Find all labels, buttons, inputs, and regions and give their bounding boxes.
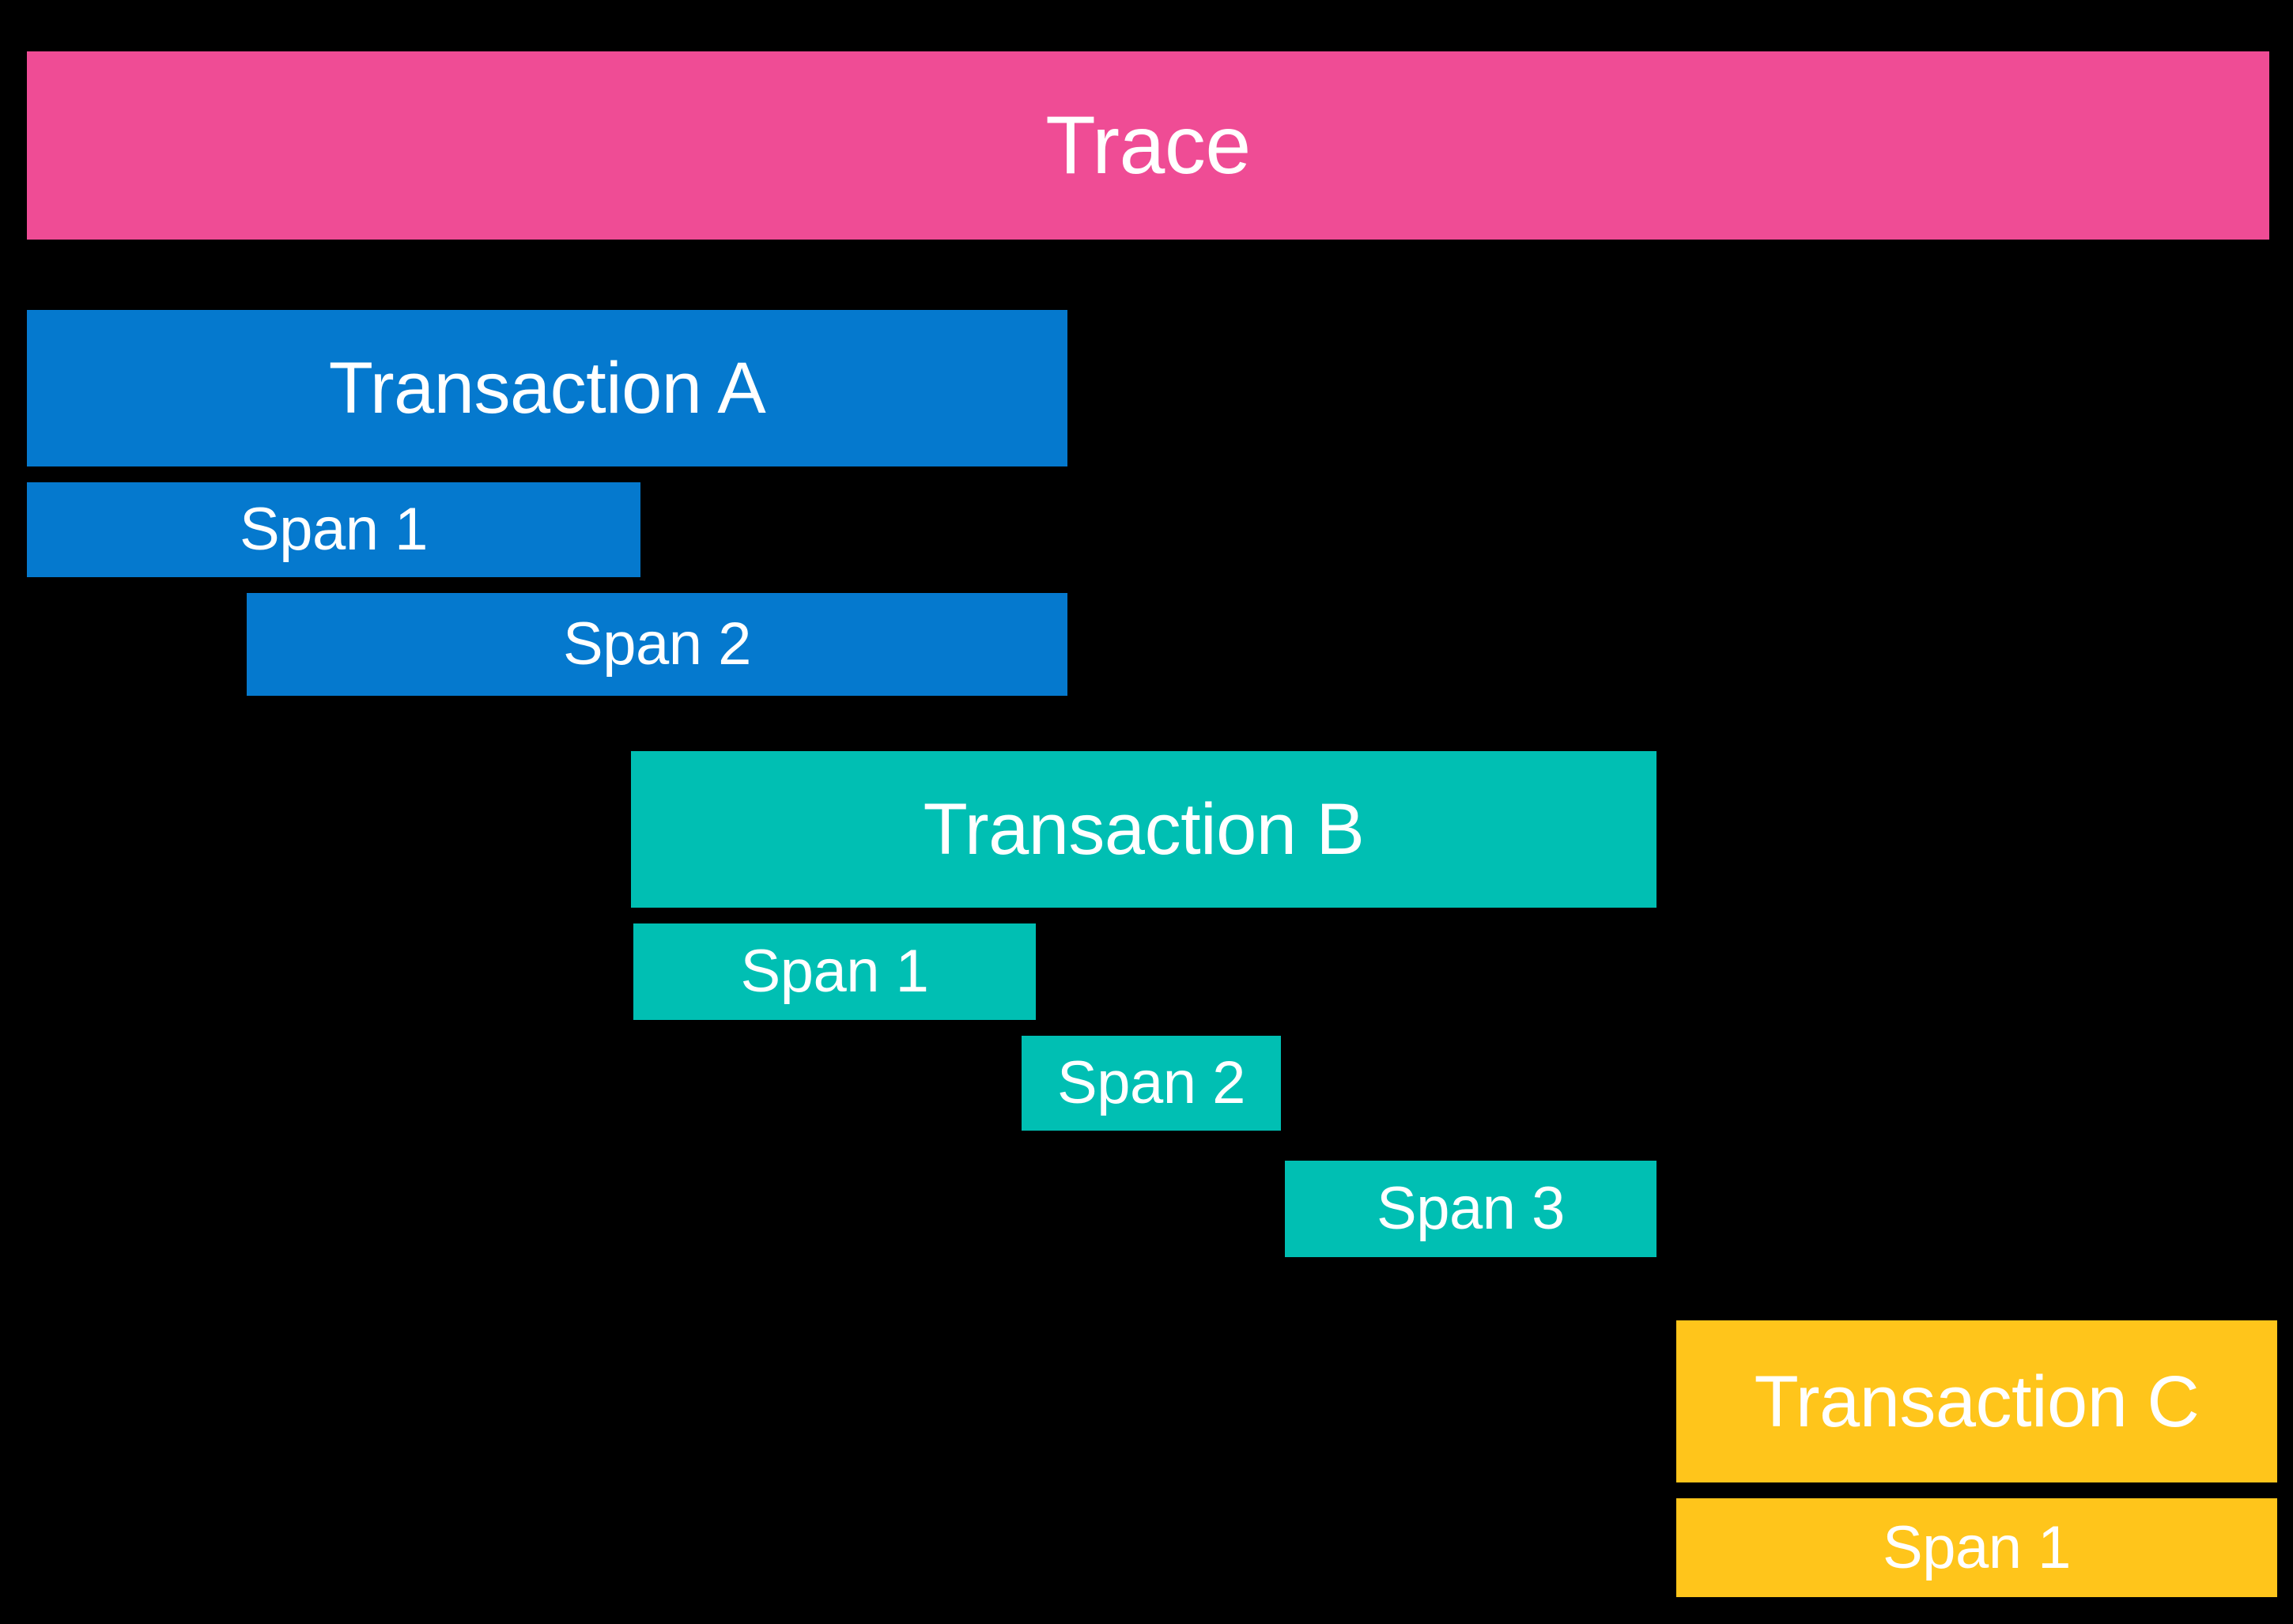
- bar-label-transaction-a-span-1: Span 1: [240, 496, 428, 563]
- bar-label-transaction-b: Transaction B: [923, 789, 1365, 870]
- bar-trace[interactable]: Trace: [27, 51, 2269, 240]
- bar-transaction-c-span-1[interactable]: Span 1: [1676, 1498, 2277, 1597]
- bar-label-transaction-b-span-3: Span 3: [1377, 1175, 1565, 1242]
- bar-label-transaction-c-span-1: Span 1: [1883, 1513, 2071, 1581]
- bar-label-transaction-b-span-1: Span 1: [740, 938, 929, 1005]
- bar-transaction-c[interactable]: Transaction C: [1676, 1320, 2277, 1482]
- bar-label-transaction-b-span-2: Span 2: [1057, 1049, 1245, 1116]
- bar-transaction-b[interactable]: Transaction B: [631, 751, 1656, 908]
- bar-transaction-a-span-2[interactable]: Span 2: [247, 593, 1067, 696]
- bar-transaction-b-span-3[interactable]: Span 3: [1285, 1161, 1656, 1257]
- bar-transaction-b-span-2[interactable]: Span 2: [1022, 1036, 1281, 1131]
- bar-label-transaction-c: Transaction C: [1754, 1361, 2200, 1442]
- bar-transaction-a[interactable]: Transaction A: [27, 310, 1067, 466]
- bar-label-trace: Trace: [1045, 100, 1251, 191]
- bar-label-transaction-a-span-2: Span 2: [563, 610, 751, 678]
- bar-transaction-b-span-1[interactable]: Span 1: [633, 923, 1036, 1020]
- bar-label-transaction-a: Transaction A: [328, 348, 766, 429]
- bar-transaction-a-span-1[interactable]: Span 1: [27, 482, 640, 577]
